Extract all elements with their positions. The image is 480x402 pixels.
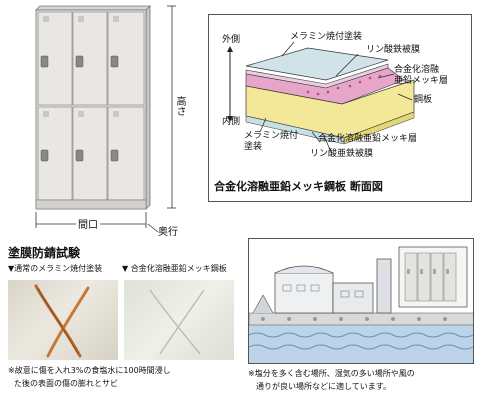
melamine-bottom-label-1: メラミン焼付 (244, 131, 299, 141)
melamine-top-label: メラミン焼付塗装 (290, 32, 363, 42)
cross-section-caption: 合金化溶融亜鉛メッキ鋼板 断面図 (214, 180, 383, 193)
inner-side-label: 内側 (222, 117, 241, 127)
melamine-bottom-label-2: 塗装 (244, 142, 263, 152)
rust-sample-melamine-photo (8, 280, 118, 360)
depth-dimension-label: 奥行 (158, 227, 178, 238)
rust-test-right-label: ▼ 合金化溶融亜鉛メッキ鋼板 (122, 264, 227, 273)
locker-illustration (0, 0, 200, 240)
rust-test-left-label: ▼通常のメラミン焼付塗装 (8, 264, 103, 273)
alloy-bottom-label: 合金化溶融亜鉛メッキ層 (318, 134, 418, 144)
rust-sample-galvanized-photo (124, 280, 234, 360)
height-dimension-label: 高さ (174, 96, 185, 116)
seaside-illustration (248, 238, 474, 364)
seaside-note-line-1: ※塩分を多く含む場所、湿気の多い場所や風の (248, 369, 415, 378)
width-dimension-label: 間口 (76, 220, 100, 231)
rust-test-note-line-2: た後の表面の傷の膨れとサビ (14, 379, 118, 388)
alloy-top-label-1: 合金化溶融 (394, 65, 440, 75)
cross-section-diagram (208, 14, 472, 202)
rust-test-note-line-1: ※故意に傷を入れ3%の食塩水に100時間浸し (8, 366, 171, 375)
cross-section-panel (208, 14, 472, 202)
phosphate-bottom-label: リン酸亜鉄被膜 (310, 149, 374, 159)
phosphate-top-label: リン酸鉄被膜 (366, 45, 421, 55)
alloy-top-label-2: 亜鉛メッキ層 (394, 76, 449, 86)
rust-test-title: 塗膜防錆試験 (8, 246, 81, 260)
steel-label: 鋼板 (414, 95, 433, 105)
seaside-note-line-2: 通りが良い場所などに適しています。 (256, 382, 391, 391)
outer-side-label: 外側 (222, 35, 241, 45)
